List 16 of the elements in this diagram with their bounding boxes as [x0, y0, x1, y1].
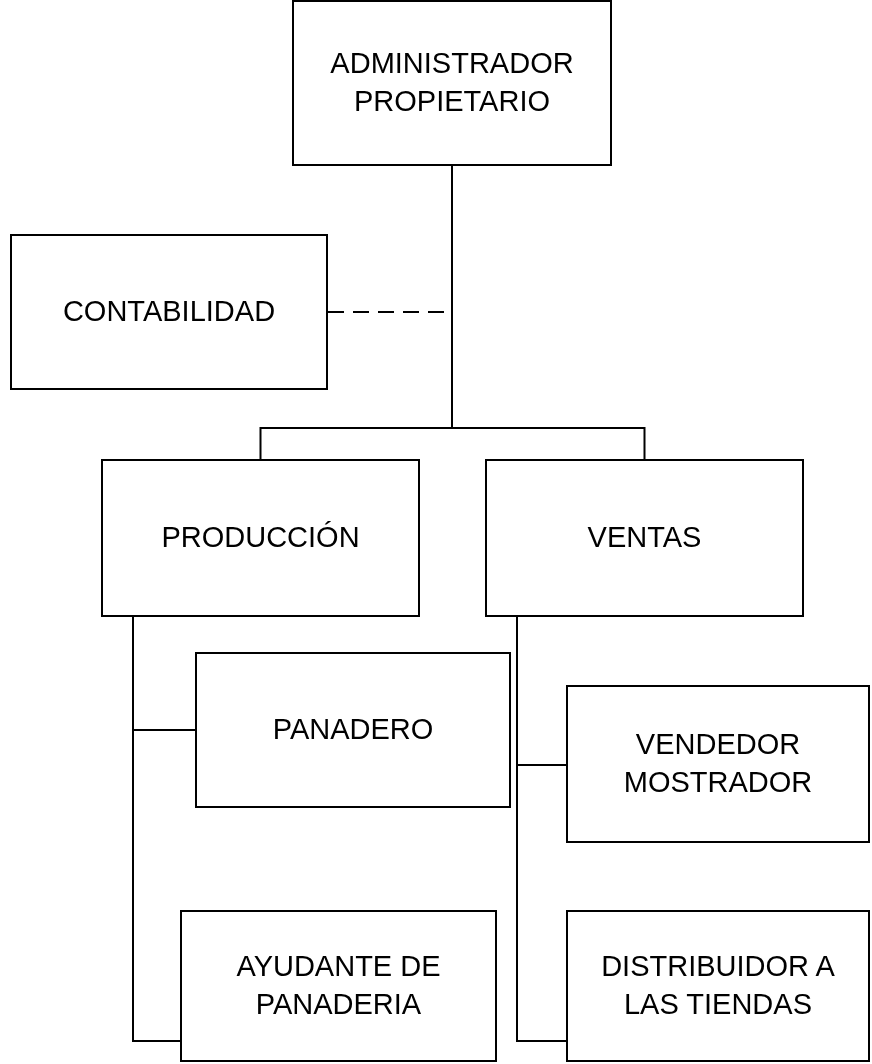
- org-box: [566, 685, 870, 843]
- box-label: VENTAS: [587, 520, 702, 556]
- box-label: PRODUCCIÓN: [161, 520, 360, 556]
- org-box: [485, 459, 804, 617]
- org-box: [292, 0, 612, 166]
- box-label: PANADERO: [272, 712, 434, 748]
- box-label: AYUDANTE DE PANADERIA: [235, 949, 442, 1022]
- org-box: [195, 652, 511, 808]
- box-label: ADMINISTRADOR PROPIETARIO: [329, 46, 575, 119]
- org-box: [566, 910, 870, 1062]
- box-label: CONTABILIDAD: [62, 294, 276, 330]
- org-box: [101, 459, 420, 617]
- box-label: DISTRIBUIDOR A LAS TIENDAS: [600, 949, 836, 1022]
- org-box: [180, 910, 497, 1062]
- box-label: VENDEDOR MOSTRADOR: [622, 727, 814, 800]
- org-box: [10, 234, 328, 390]
